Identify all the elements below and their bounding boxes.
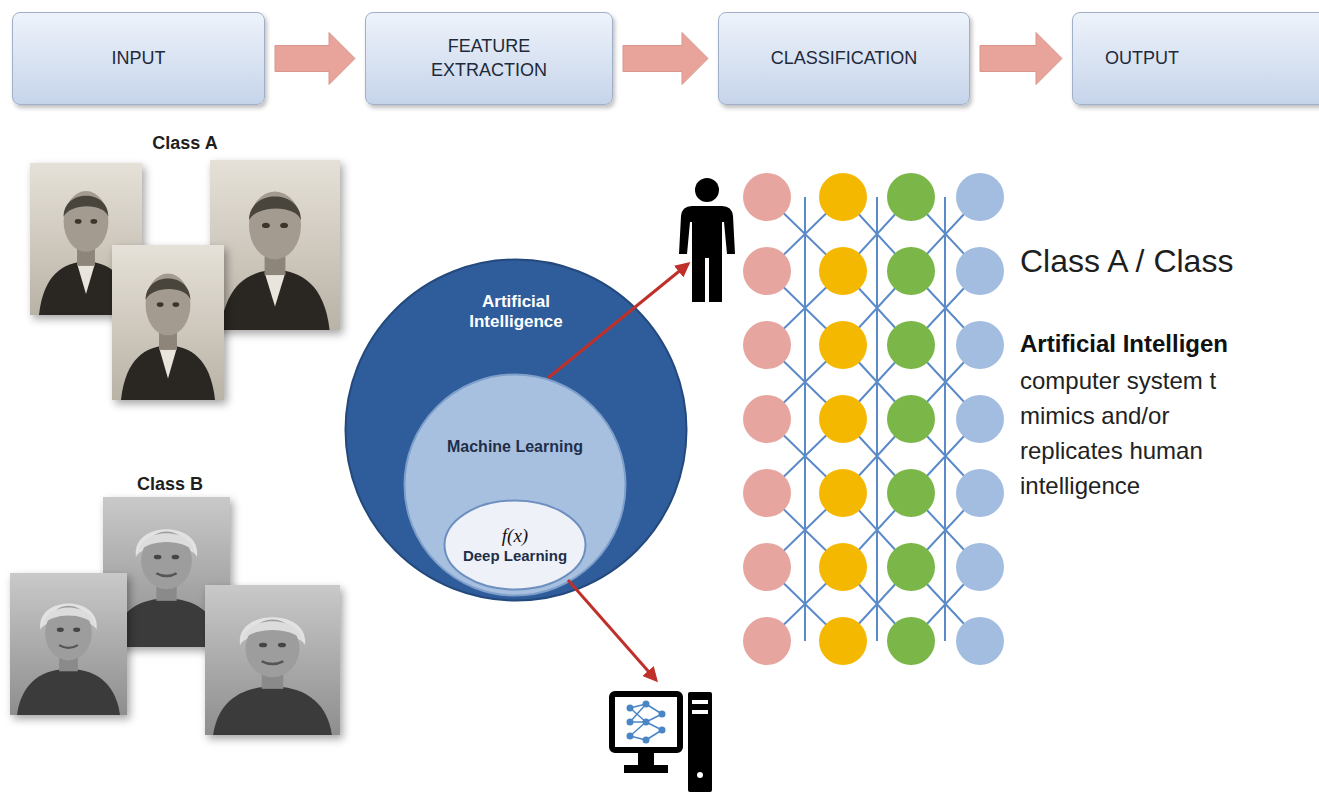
step-label: FEATURE EXTRACTION bbox=[419, 35, 559, 82]
text-group: Machine Learning bbox=[403, 437, 627, 456]
text-group: INPUT bbox=[112, 47, 166, 70]
text-group: Artificial Intelligence bbox=[344, 292, 688, 333]
step-label: INPUT bbox=[112, 47, 166, 70]
dl-ellipse: f(x)Deep Learning bbox=[443, 499, 587, 591]
step-label: OUTPUT bbox=[1105, 47, 1179, 70]
class-label: Class B bbox=[125, 474, 215, 495]
block-arrow bbox=[275, 33, 355, 85]
step-box: OUTPUT bbox=[1072, 12, 1319, 105]
definition-term: Artificial Intelligen bbox=[1020, 330, 1228, 358]
text-group: FEATURE EXTRACTION bbox=[419, 35, 559, 82]
text-group: OUTPUT bbox=[1105, 47, 1179, 70]
block-arrow bbox=[623, 33, 708, 85]
text-group: CLASSIFICATION bbox=[771, 47, 918, 70]
definition-text: computer system t mimics and/or replicat… bbox=[1020, 363, 1235, 503]
region-label: Machine Learning bbox=[447, 437, 583, 456]
formula-text: f(x) bbox=[502, 525, 528, 548]
ellipse-shape bbox=[445, 501, 586, 590]
block-arrow bbox=[980, 33, 1062, 85]
circle-shape bbox=[405, 375, 626, 596]
text-group: f(x)Deep Learning bbox=[443, 499, 587, 591]
region-label: Artificial Intelligence bbox=[451, 292, 581, 333]
step-box: INPUT bbox=[12, 12, 265, 105]
step-box: FEATURE EXTRACTION bbox=[365, 12, 613, 105]
class-label: Class A bbox=[140, 133, 230, 154]
ai-circle: Artificial IntelligenceMachine Learning f… bbox=[344, 258, 688, 602]
step-box: CLASSIFICATION bbox=[718, 12, 970, 105]
ml-circle: Machine Learning f(x)Deep Learning bbox=[403, 373, 627, 597]
region-label: Deep Learning bbox=[463, 547, 567, 565]
step-label: CLASSIFICATION bbox=[771, 47, 918, 70]
circle-shape bbox=[346, 260, 687, 601]
slide-heading: Class A / Class bbox=[1020, 243, 1233, 280]
